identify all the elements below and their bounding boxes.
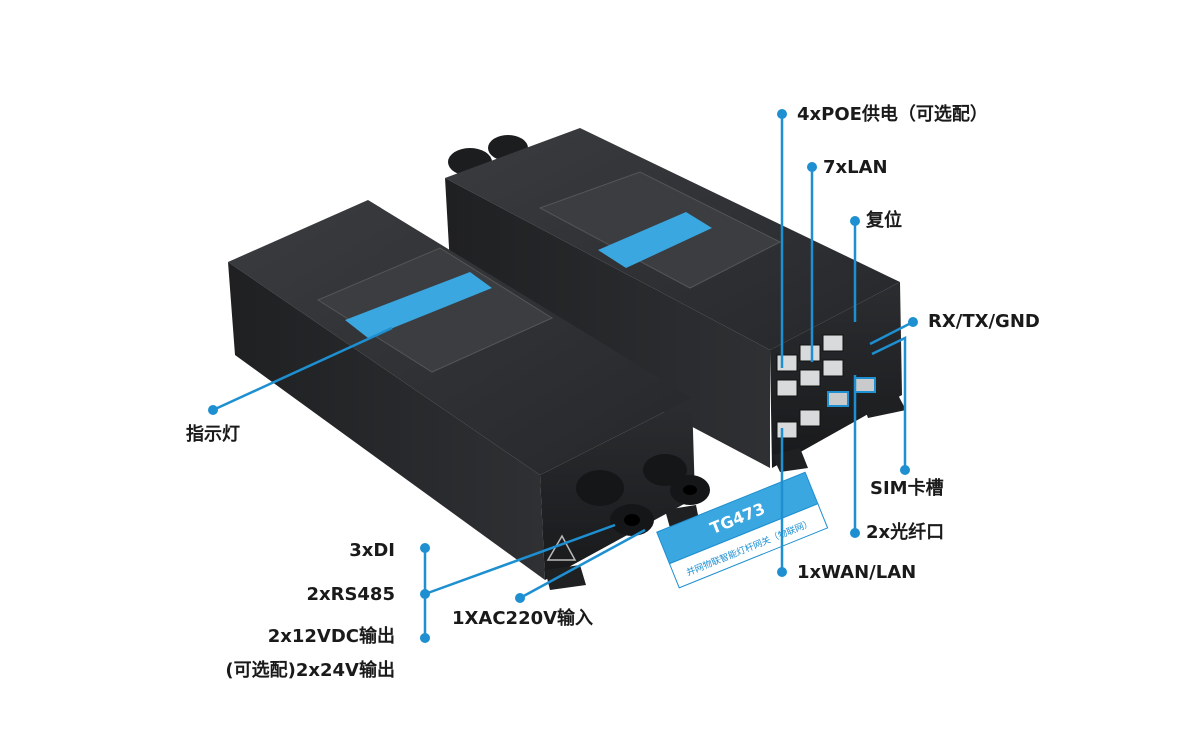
cable-glands bbox=[576, 454, 710, 536]
label-fiber: 2x光纤口 bbox=[866, 522, 945, 543]
label-lan: 7xLAN bbox=[823, 157, 888, 178]
callout-dot-wan-0 bbox=[777, 567, 787, 577]
callout-dot-reset-0 bbox=[850, 216, 860, 226]
callout-dot-fiber-0 bbox=[850, 528, 860, 538]
label-rs485: 2xRS485 bbox=[306, 584, 395, 605]
label-ac: 1XAC220V输入 bbox=[452, 608, 594, 629]
mounting-ear bbox=[545, 565, 586, 590]
callout-dot-di-rs485-vdc-0 bbox=[420, 543, 430, 553]
label-sim: SIM卡槽 bbox=[870, 478, 944, 499]
rj45-ports bbox=[776, 334, 844, 439]
label-di: 3xDI bbox=[349, 540, 395, 561]
back-device bbox=[445, 128, 906, 472]
label-24v: (可选配)2x24V输出 bbox=[225, 660, 395, 681]
callout-dot-lan-0 bbox=[807, 162, 817, 172]
front-label-blue bbox=[345, 272, 492, 338]
callout-line-rs485-line bbox=[424, 523, 616, 596]
front-device bbox=[228, 200, 710, 590]
label-poe: 4xPOE供电（可选配） bbox=[797, 104, 988, 125]
callout-dot-di-rs485-vdc-1 bbox=[420, 589, 430, 599]
callout-dot-indicator-0 bbox=[208, 405, 218, 415]
callout-dot-serial-0 bbox=[908, 317, 918, 327]
callout-line-ac bbox=[519, 528, 646, 600]
callout-dot-ac-0 bbox=[515, 593, 525, 603]
callout-line-indicator bbox=[212, 326, 393, 412]
callout-dot-di-rs485-vdc-2 bbox=[420, 633, 430, 643]
mounting-ear bbox=[860, 395, 906, 418]
front-device-side bbox=[228, 262, 545, 580]
label-vdc: 2x12VDC输出 bbox=[267, 626, 395, 647]
back-label-blue bbox=[598, 212, 712, 268]
callout-line-serial bbox=[869, 320, 914, 346]
callout-line-sim bbox=[871, 336, 907, 470]
callout-dot-sim-0 bbox=[900, 465, 910, 475]
callout-dot-poe-0 bbox=[777, 109, 787, 119]
fiber-ports bbox=[827, 377, 876, 407]
label-serial: RX/TX/GND bbox=[928, 311, 1040, 332]
label-indicator: 指示灯 bbox=[186, 424, 240, 445]
back-device-side bbox=[445, 178, 770, 468]
label-reset: 复位 bbox=[866, 210, 902, 231]
label-wan: 1xWAN/LAN bbox=[797, 562, 917, 583]
